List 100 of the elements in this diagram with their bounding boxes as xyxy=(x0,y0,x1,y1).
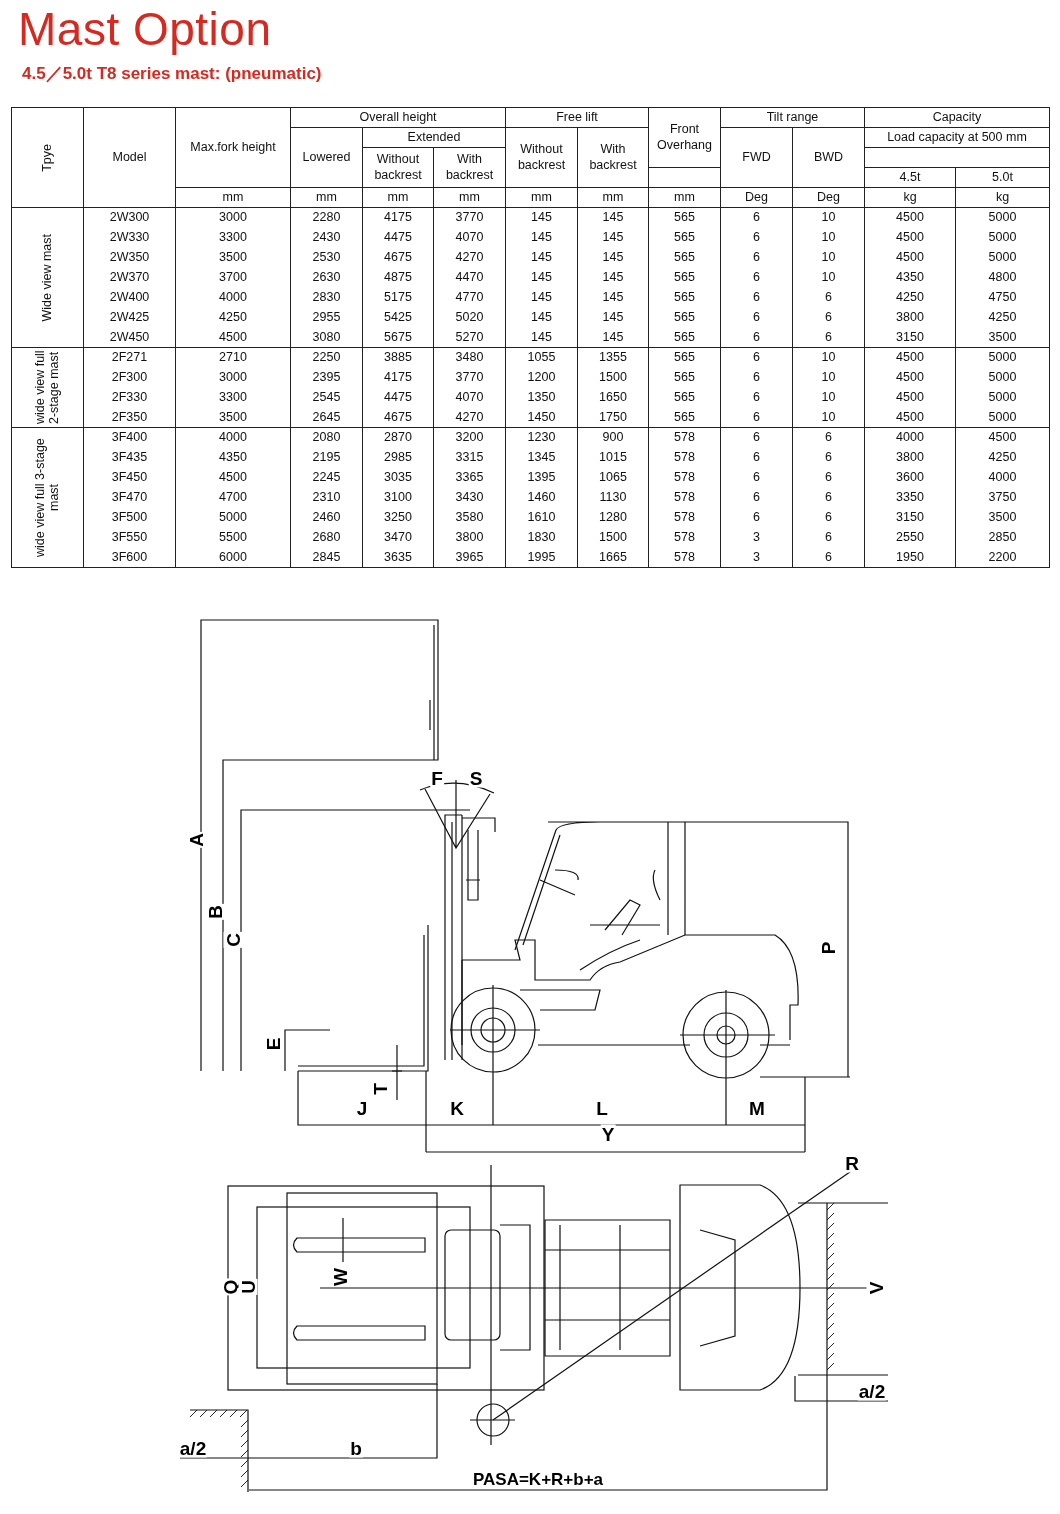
unit-label: mm xyxy=(387,189,409,206)
column-header: Front Overhang xyxy=(656,121,713,154)
row-group-label: Wide view mast xyxy=(40,233,55,322)
table-value: 2630 xyxy=(312,270,341,286)
table-value: 4000 xyxy=(219,290,247,306)
model-name: 2W350 xyxy=(109,250,150,266)
unit-label: Deg xyxy=(817,189,840,206)
table-value: 1450 xyxy=(527,409,556,426)
table-value: 6 xyxy=(753,390,760,406)
table-value: 6 xyxy=(825,470,832,486)
table-value: 4250 xyxy=(988,450,1017,466)
dimension-letter: Y xyxy=(600,1124,616,1144)
table-value: 4500 xyxy=(896,250,924,266)
model-name: 2F330 xyxy=(111,390,148,406)
table-value: 578 xyxy=(674,450,695,466)
table-value: 4000 xyxy=(896,430,924,446)
table-value: 2955 xyxy=(312,310,341,326)
table-value: 2430 xyxy=(312,230,341,246)
column-header: BWD xyxy=(813,149,844,166)
column-header: Without backrest xyxy=(373,151,423,184)
table-value: 4500 xyxy=(896,390,924,406)
table-value: 578 xyxy=(674,530,695,546)
table-value: 6 xyxy=(753,409,760,426)
model-name: 2F350 xyxy=(111,409,148,426)
table-value: 3750 xyxy=(988,490,1017,506)
table-value: 2460 xyxy=(312,510,341,526)
table-value: 10 xyxy=(821,350,836,366)
table-value: 6 xyxy=(825,549,832,566)
table-value: 4000 xyxy=(219,430,247,446)
table-value: 1750 xyxy=(599,409,627,426)
table-value: 2245 xyxy=(312,470,341,486)
unit-label: mm xyxy=(602,189,624,206)
table-value: 6 xyxy=(753,430,760,446)
table-value: 3800 xyxy=(455,530,484,546)
table-value: 10 xyxy=(821,230,836,246)
table-value: 2080 xyxy=(312,430,341,446)
table-value: 6 xyxy=(825,490,832,506)
model-name: 3F600 xyxy=(111,549,148,566)
table-value: 3800 xyxy=(896,450,924,466)
table-value: 4700 xyxy=(219,490,247,506)
table-value: 1065 xyxy=(599,470,627,486)
column-header: With backrest xyxy=(588,141,638,174)
column-header: Tpye xyxy=(40,143,55,172)
model-name: 3F500 xyxy=(111,510,148,526)
table-value: 3035 xyxy=(384,470,412,486)
column-header: Load capacity at 500 mm xyxy=(887,129,1027,146)
table-value: 6 xyxy=(753,230,760,246)
table-value: 3580 xyxy=(455,510,484,526)
table-value: 3885 xyxy=(384,350,412,366)
model-name: 2W400 xyxy=(109,290,150,306)
table-value: 578 xyxy=(674,490,695,506)
table-value: 1280 xyxy=(599,510,627,526)
table-value: 6 xyxy=(825,450,832,466)
table-value: 2395 xyxy=(312,370,341,386)
table-value: 145 xyxy=(531,310,552,326)
unit-label: mm xyxy=(674,189,695,206)
table-value: 6 xyxy=(825,530,832,546)
subtitle: 4.5／5.0t T8 series mast: (pneumatic) xyxy=(22,63,322,85)
table-value: 10 xyxy=(821,370,836,386)
table-value: 4500 xyxy=(896,370,924,386)
table-value: 3315 xyxy=(455,450,484,466)
unit-label: mm xyxy=(459,189,480,206)
unit-label: Deg xyxy=(745,189,768,206)
table-value: 565 xyxy=(674,350,695,366)
column-header: Without backrest xyxy=(516,141,567,174)
table-value: 145 xyxy=(531,270,552,286)
table-value: 2845 xyxy=(312,549,341,566)
table-value: 3700 xyxy=(219,270,247,286)
model-name: 2F271 xyxy=(111,350,148,366)
table-value: 5000 xyxy=(988,230,1017,246)
table-value: 4675 xyxy=(384,250,412,266)
table-value: 565 xyxy=(674,290,695,306)
table-value: 5000 xyxy=(988,350,1017,366)
model-name: 2W425 xyxy=(109,310,150,326)
table-value: 1460 xyxy=(527,490,556,506)
table-value: 3500 xyxy=(219,409,247,426)
table-value: 2530 xyxy=(312,250,341,266)
table-value: 4500 xyxy=(896,210,924,226)
table-value: 5675 xyxy=(384,329,412,346)
table-value: 3 xyxy=(753,530,760,546)
table-value: 565 xyxy=(674,270,695,286)
table-value: 1130 xyxy=(599,490,627,506)
table-value: 1355 xyxy=(599,350,627,366)
table-value: 3600 xyxy=(896,470,924,486)
table-value: 4500 xyxy=(219,470,247,486)
table-value: 145 xyxy=(602,270,624,286)
table-value: 6 xyxy=(753,329,760,346)
table-value: 145 xyxy=(602,230,624,246)
table-value: 4500 xyxy=(219,329,247,346)
table-value: 2680 xyxy=(312,530,341,546)
table-value: 2550 xyxy=(896,530,924,546)
unit-label: kg xyxy=(903,189,917,206)
table-value: 3500 xyxy=(988,329,1017,346)
table-value: 4800 xyxy=(988,270,1017,286)
table-value: 565 xyxy=(674,250,695,266)
table-value: 3500 xyxy=(219,250,247,266)
table-value: 6 xyxy=(825,510,832,526)
table-value: 6 xyxy=(753,350,760,366)
table-value: 10 xyxy=(821,409,836,426)
table-value: 1055 xyxy=(527,350,556,366)
